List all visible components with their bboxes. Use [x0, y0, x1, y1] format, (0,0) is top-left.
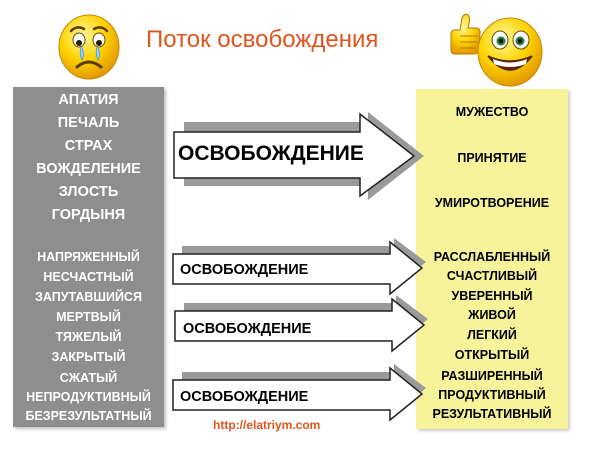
negative-state-word: НЕСЧАСТНЫЙ — [43, 270, 134, 284]
negative-state-word: НЕПРОДУКТИВНЫЙ — [26, 390, 151, 404]
negative-states-panel: АПАТИЯ ПЕЧАЛЬ СТРАХ ВОЖДЕЛЕНИЕ ЗЛОСТЬ ГО… — [13, 87, 164, 427]
negative-state-word: ЗАКРЫТЫЙ — [51, 350, 126, 364]
release-arrow — [172, 364, 426, 422]
positive-state-word: ЖИВОЙ — [468, 308, 516, 322]
positive-state-word: ОТКРЫТЫЙ — [454, 348, 530, 362]
release-arrow — [174, 295, 428, 353]
negative-state-word: СЖАТЫЙ — [59, 371, 118, 385]
positive-state-word: УВЕРЕННЫЙ — [451, 289, 533, 303]
happy-thumbs-up-face-icon — [450, 13, 543, 87]
release-arrow-label: ОСВОБОЖДЕНИЕ — [180, 389, 309, 405]
positive-state-word: МУЖЕСТВО — [455, 105, 529, 119]
negative-state-word: ЗЛОСТЬ — [58, 184, 119, 200]
positive-state-word: РАЗШИРЕННЫЙ — [441, 369, 543, 383]
negative-state-word: ПЕЧАЛЬ — [57, 115, 120, 131]
positive-state-word: ЛЕГКИЙ — [467, 328, 517, 342]
site-url[interactable]: http://elatriym.com — [213, 418, 321, 432]
negative-state-word: ТЯЖЕЛЫЙ — [55, 330, 122, 344]
negative-state-word: СТРАХ — [64, 138, 113, 154]
negative-state-word: АПАТИЯ — [58, 92, 119, 108]
release-arrow-label: ОСВОБОЖДЕНИЕ — [183, 321, 312, 337]
release-arrow-large — [173, 112, 424, 200]
positive-states-panel: МУЖЕСТВО ПРИНЯТИЕ УМИРОТВОРЕНИЕ РАССЛАБЛ… — [416, 89, 568, 429]
negative-state-word: ВОЖДЕЛЕНИЕ — [36, 161, 141, 177]
negative-state-word: БЕЗРЕЗУЛЬТАТНЫЙ — [25, 409, 152, 423]
negative-state-word: ЗАПУТАВШИЙСЯ — [35, 290, 142, 304]
page-title: Поток освобождения — [146, 26, 379, 53]
positive-state-word: РАССЛАБЛЕННЫЙ — [433, 250, 551, 264]
sad-face-icon — [58, 14, 120, 80]
positive-state-word: УМИРОТВОРЕНИЕ — [434, 196, 550, 210]
negative-state-word: МЕРТВЫЙ — [56, 310, 121, 324]
release-arrow — [172, 238, 426, 296]
negative-state-word: ГОРДЫНЯ — [51, 207, 126, 223]
positive-state-word: ПРОДУКТИВНЫЙ — [438, 388, 546, 402]
negative-state-word: НАПРЯЖЕННЫЙ — [37, 250, 140, 264]
positive-state-word: СЧАСТЛИВЫЙ — [446, 269, 538, 283]
positive-state-word: ПРИНЯТИЕ — [457, 151, 527, 165]
positive-state-word: РЕЗУЛЬТАТИВНЫЙ — [432, 407, 552, 421]
release-arrow-label: ОСВОБОЖДЕНИЕ — [180, 262, 309, 278]
release-arrow-label: ОСВОБОЖДЕНИЕ — [178, 142, 364, 165]
